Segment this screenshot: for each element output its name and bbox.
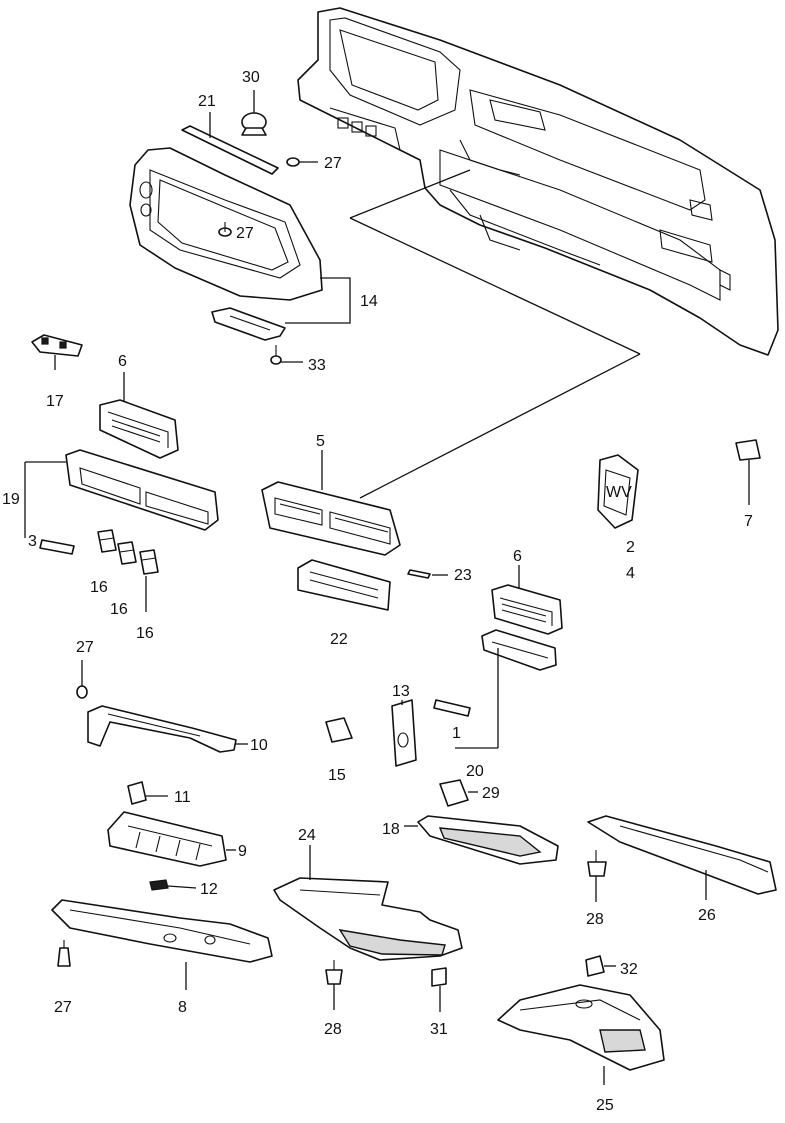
part-17-clip xyxy=(31,334,83,370)
part-16-knob-a xyxy=(97,529,117,553)
callout-20: 20 xyxy=(466,763,484,780)
callout-10: 10 xyxy=(250,737,268,754)
callout-6-b: 6 xyxy=(513,548,522,565)
callout-8: 8 xyxy=(178,999,187,1016)
callout-28-b: 28 xyxy=(586,911,604,928)
part-16-knob-c xyxy=(139,549,159,612)
part-19-vent-duct xyxy=(24,449,219,538)
callout-2: 2 xyxy=(626,539,635,556)
part-11-clip xyxy=(127,781,168,805)
callout-22: 22 xyxy=(330,631,348,648)
callout-16-a: 16 xyxy=(90,579,108,596)
dashboard-panel xyxy=(297,7,779,499)
callout-18: 18 xyxy=(382,821,400,838)
callout-29: 29 xyxy=(482,785,500,802)
part-27-screw-b xyxy=(218,222,232,237)
part-20-vent-duct xyxy=(455,629,557,749)
callout-27-d: 27 xyxy=(54,999,72,1016)
part-7-cap xyxy=(735,439,761,505)
callout-11: 11 xyxy=(174,789,191,806)
callout-26: 26 xyxy=(698,907,716,924)
callout-14: 14 xyxy=(360,293,378,310)
callout-32: 32 xyxy=(620,961,638,978)
part-22-control-panel xyxy=(297,559,391,611)
callout-15: 15 xyxy=(328,767,346,784)
part-29-connector xyxy=(439,779,478,807)
part-32-cap xyxy=(585,955,616,977)
part-14-meter-hood xyxy=(129,147,351,324)
part-5-center-vent xyxy=(261,450,401,556)
callout-33: 33 xyxy=(308,357,326,374)
part-6-vent-left xyxy=(99,372,179,459)
callout-16-b: 16 xyxy=(110,601,128,618)
callout-12: 12 xyxy=(200,881,218,898)
part-14-bracket xyxy=(211,307,286,341)
part-10-bracket-bar xyxy=(87,705,248,753)
callout-9: 9 xyxy=(238,843,247,860)
callout-7: 7 xyxy=(744,513,753,530)
part-24-under-panel xyxy=(273,845,463,961)
callout-5: 5 xyxy=(316,433,325,450)
part-15-clip xyxy=(325,717,353,743)
part-30-knob xyxy=(241,90,267,136)
callout-1: 1 xyxy=(452,725,461,742)
badge-text: WV xyxy=(606,484,632,501)
part-23-screw xyxy=(407,569,448,579)
part-12-clip xyxy=(149,879,197,891)
part-13-bracket xyxy=(391,699,417,767)
part-18-panel xyxy=(404,815,559,865)
callout-13: 13 xyxy=(392,683,410,700)
callout-27-b: 27 xyxy=(236,225,254,242)
part-2-badge: WV xyxy=(597,454,639,529)
callout-27-a: 27 xyxy=(324,155,342,172)
callout-6-a: 6 xyxy=(118,353,127,370)
part-3-label xyxy=(39,539,75,555)
callout-28-a: 28 xyxy=(324,1021,342,1038)
callout-19: 19 xyxy=(2,491,20,508)
part-8-lower-panel xyxy=(51,899,273,990)
callout-3: 3 xyxy=(28,533,37,550)
part-21-strip xyxy=(181,112,279,175)
part-28-clip-a xyxy=(325,960,343,1010)
part-9-tray xyxy=(107,811,236,867)
part-1-label xyxy=(433,699,471,717)
part-33-screw xyxy=(270,345,303,365)
callout-30: 30 xyxy=(242,69,260,86)
callout-4: 4 xyxy=(626,565,635,582)
part-26-rail xyxy=(587,815,777,900)
part-31-clip xyxy=(431,967,447,1012)
part-25-floor-panel xyxy=(497,984,665,1085)
callout-24: 24 xyxy=(298,827,316,844)
callout-17: 17 xyxy=(46,393,64,410)
part-27-screw-d xyxy=(57,940,71,967)
part-6-vent-right xyxy=(491,565,563,635)
callout-16-c: 16 xyxy=(136,625,154,642)
part-28-clip-b xyxy=(587,850,607,902)
part-27-screw-a xyxy=(286,157,318,167)
callout-25: 25 xyxy=(596,1097,614,1114)
part-16-knob-b xyxy=(117,541,137,565)
callout-23: 23 xyxy=(454,567,472,584)
callout-31: 31 xyxy=(430,1021,448,1038)
callout-21: 21 xyxy=(198,93,216,110)
callout-27-c: 27 xyxy=(76,639,94,656)
part-27-screw-c xyxy=(76,660,88,699)
